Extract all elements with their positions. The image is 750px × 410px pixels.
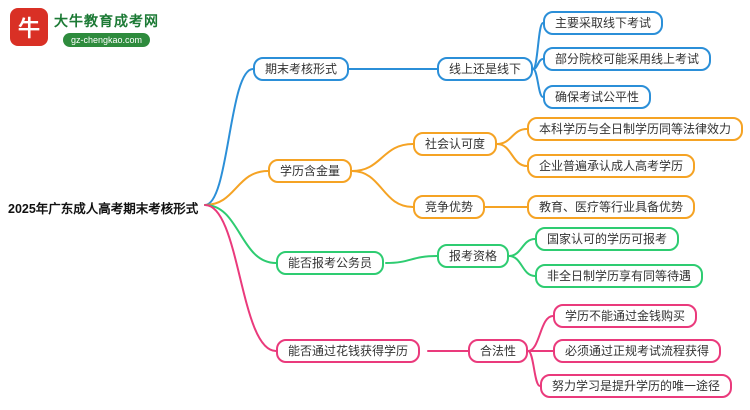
leaf-node: 非全日制学历享有同等待遇 xyxy=(535,264,704,288)
child-node-application-eligibility: 报考资格 xyxy=(437,244,510,268)
root-node: 2025年广东成人高考期末考核形式 xyxy=(6,196,201,219)
branch-node-exam-format: 期末考核形式 xyxy=(253,57,350,81)
site-logo: 牛 大牛教育成考网 gz-chengkao.com xyxy=(10,8,159,47)
leaf-node: 确保考试公平性 xyxy=(543,85,652,109)
child-node-competitive-advantage: 竞争优势 xyxy=(413,195,486,219)
branch-node-buy-degree: 能否通过花钱获得学历 xyxy=(276,339,421,363)
leaf-node: 主要采取线下考试 xyxy=(543,11,664,35)
leaf-node: 本科学历与全日制学历同等法律效力 xyxy=(527,117,744,141)
branch-node-civil-service: 能否报考公务员 xyxy=(276,251,385,275)
leaf-node: 国家认可的学历可报考 xyxy=(535,227,680,251)
logo-subtitle: gz-chengkao.com xyxy=(62,33,151,47)
leaf-node: 努力学习是提升学历的唯一途径 xyxy=(540,374,733,398)
child-node-online-or-offline: 线上还是线下 xyxy=(437,57,534,81)
child-node-social-recognition: 社会认可度 xyxy=(413,132,498,156)
logo-title: 大牛教育成考网 xyxy=(54,13,159,29)
leaf-node: 企业普遍承认成人高考学历 xyxy=(527,154,696,178)
bull-icon: 牛 xyxy=(10,8,48,46)
leaf-node: 部分院校可能采用线上考试 xyxy=(543,47,712,71)
child-node-legality: 合法性 xyxy=(468,339,529,363)
leaf-node: 学历不能通过金钱购买 xyxy=(553,304,698,328)
branch-node-degree-value: 学历含金量 xyxy=(268,159,353,183)
leaf-node: 必须通过正规考试流程获得 xyxy=(553,339,722,363)
leaf-node: 教育、医疗等行业具备优势 xyxy=(527,195,696,219)
